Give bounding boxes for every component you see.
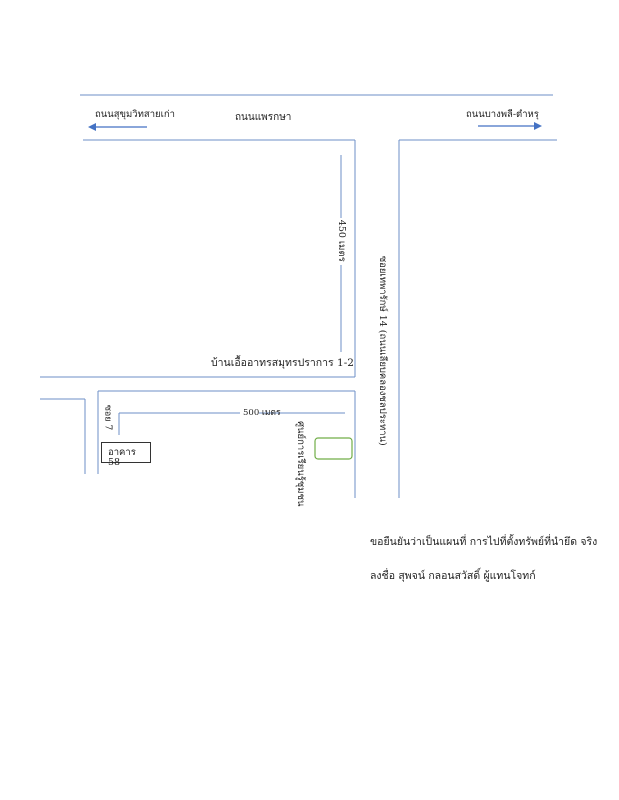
arrow-left-icon [88, 123, 96, 131]
road-label-sukhumvit: ถนนสุขุมวิทสายเก่า [95, 109, 175, 120]
distance-label-450: 450 เมตร [335, 219, 347, 262]
road-label-bangphli: ถนนบางพลี-ตำหรุ [466, 109, 539, 120]
building-58-box: อาคาร 58 [101, 442, 151, 467]
signature-text: ลงชื่อ สุพจน์ กลอนสวัสดิ์ ผู้แทนโจทก์ [370, 570, 536, 582]
confirmation-text: ขอยืนยันว่าเป็นแผนที่ การไปที่ตั้งทรัพย์… [370, 536, 598, 548]
place-label-housing: บ้านเอื้ออาทรสมุทรปราการ 1-2 [211, 357, 354, 369]
road-label-soi-7: ซอย 7 [102, 404, 113, 431]
road-label-phraek-sa: ถนนแพรกษา [235, 112, 292, 123]
target-property-box [314, 437, 353, 460]
arrow-right-icon [534, 122, 542, 130]
road-label-soi-thepharak-14: ซอยเทพารักษ์ 14 (ถนนเลียบคลองชลประทาน) [376, 255, 388, 446]
place-label-community-center: ศูนย์การเรียนรู้ชุมชน [294, 421, 306, 507]
distance-label-500: 500 เมตร [243, 408, 281, 418]
building-58-label: อาคาร 58 [108, 447, 136, 468]
